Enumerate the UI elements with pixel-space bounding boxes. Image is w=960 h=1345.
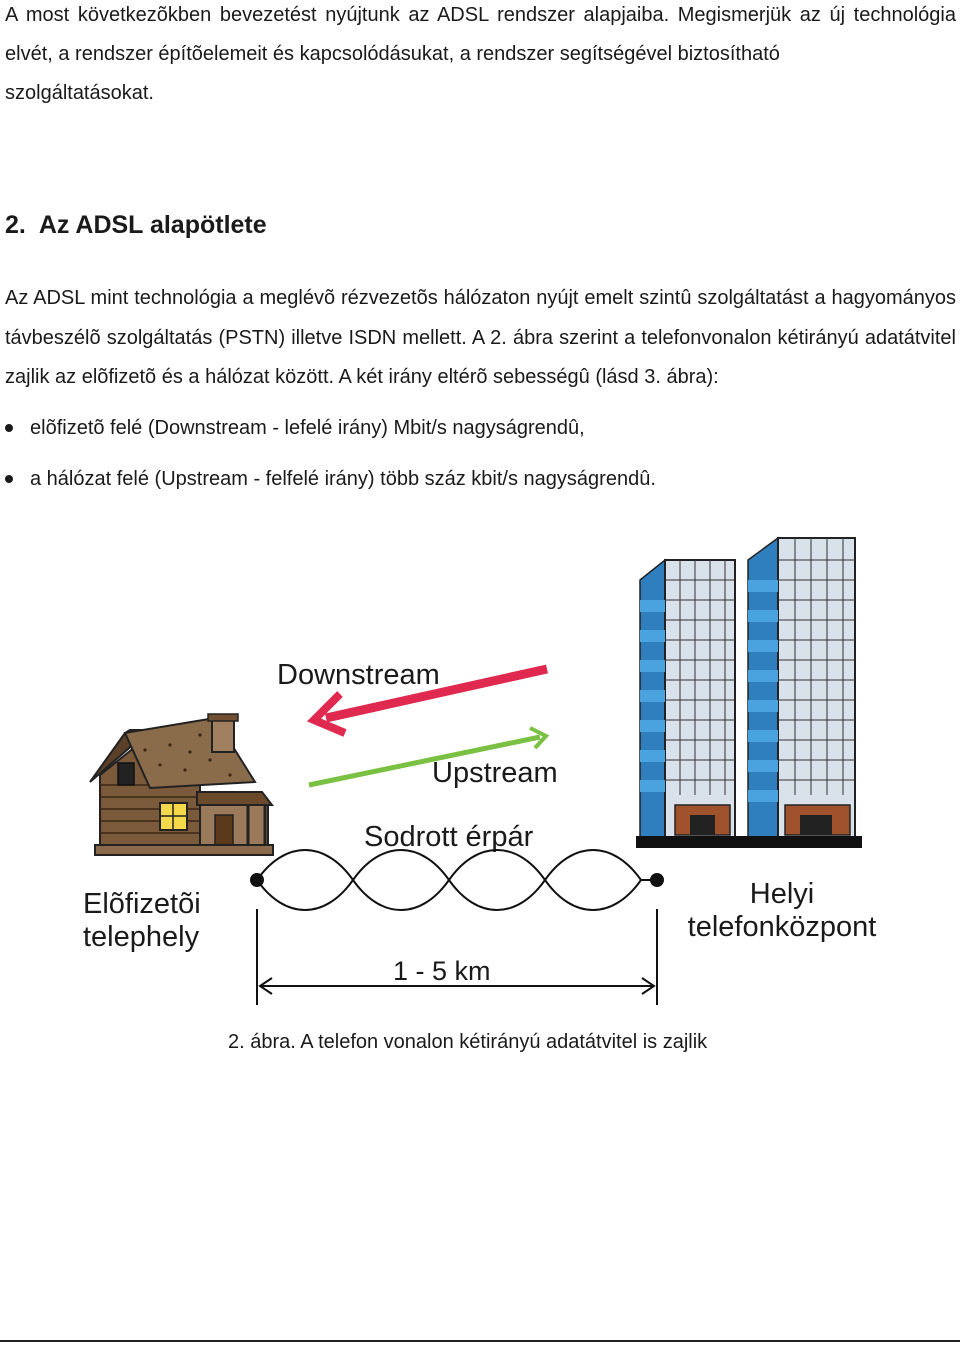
downstream-arrow — [306, 664, 548, 737]
bullet-list: elõfizetõ felé (Downstream - lefelé irán… — [5, 409, 656, 511]
footer-divider — [0, 1340, 960, 1342]
upstream-arrow — [308, 726, 550, 788]
adsl-diagram: Downstream Upstream Sodrott érpár Elõfiz… — [83, 536, 877, 1005]
section-heading: 2. Az ADSL alapötlete — [5, 207, 267, 243]
bullet-icon — [5, 475, 13, 483]
section-number: 2. — [5, 211, 26, 239]
distance-dimension — [256, 909, 658, 1005]
bullet-icon — [5, 424, 13, 432]
downstream-label: Downstream — [277, 659, 440, 691]
body-paragraph: Az ADSL mint technológia a meglévõ rézve… — [5, 287, 956, 388]
figure-caption: 2. ábra. A telefon vonalon kétirányú ada… — [228, 1031, 708, 1053]
house-icon — [89, 713, 275, 856]
exchange-label-line1: Helyi — [750, 878, 814, 910]
intro-line-2: szolgáltatásokat. — [5, 82, 154, 104]
twisted-pair-label: Sodrott érpár — [364, 821, 534, 853]
intro-line-1: A most következõkben bevezetést nyújtunk… — [5, 4, 956, 65]
subscriber-label-line2: telephely — [83, 921, 200, 953]
distance-label: 1 - 5 km — [393, 956, 491, 986]
exchange-label-line2: telefonközpont — [688, 911, 877, 943]
list-item: a hálózat felé (Upstream - felfelé irány… — [5, 460, 656, 498]
list-item: elõfizetõ felé (Downstream - lefelé irán… — [5, 409, 656, 447]
office-buildings-icon — [636, 536, 862, 848]
subscriber-label-line1: Elõfizetõi — [83, 888, 201, 920]
twisted-pair-line — [250, 849, 664, 911]
upstream-label: Upstream — [432, 757, 558, 789]
list-item-text: a hálózat felé (Upstream - felfelé irány… — [30, 468, 656, 490]
intro-paragraph: A most következõkben bevezetést nyújtunk… — [5, 0, 956, 113]
section-title: Az ADSL alapötlete — [38, 211, 267, 239]
list-item-text: elõfizetõ felé (Downstream - lefelé irán… — [30, 417, 585, 439]
